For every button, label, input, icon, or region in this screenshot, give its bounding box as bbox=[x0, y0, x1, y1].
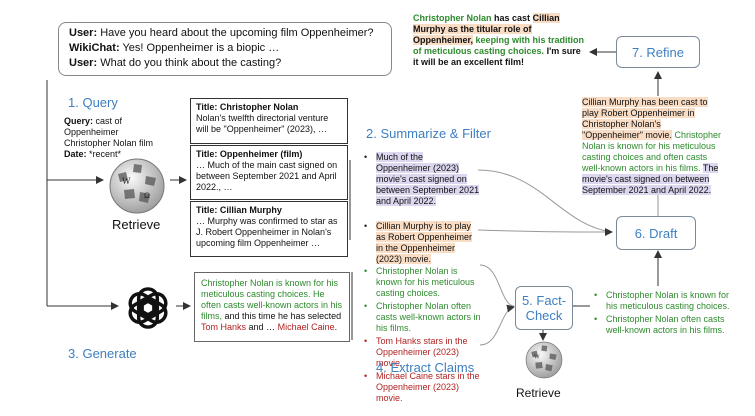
retrieve-label-2: Retrieve bbox=[516, 386, 561, 400]
claims-to-factcheck bbox=[479, 264, 515, 307]
step-extract-label: 4. Extract Claims bbox=[376, 360, 475, 375]
summaries-to-draft bbox=[477, 169, 613, 233]
generated-response-box: Christopher Nolan is known for his metic… bbox=[194, 272, 350, 342]
claims-list: Christopher Nolan is known for his metic… bbox=[362, 266, 482, 406]
doc-body: … Murphy was confirmed to star as J. Rob… bbox=[196, 216, 338, 248]
step-query-label: 1. Query bbox=[68, 95, 118, 110]
dialogue-box: User: Have you heard about the upcoming … bbox=[58, 22, 392, 76]
dialogue-turn-2: WikiChat: Yes! Oppenheimer is a biopic … bbox=[69, 42, 280, 54]
doc-title: Title: Christopher Nolan bbox=[196, 102, 299, 112]
step-summarize-label: 2. Summarize & Filter bbox=[366, 126, 491, 141]
retrieve-label: Retrieve bbox=[112, 217, 161, 232]
query-block: Query: cast of Oppenheimer Christopher N… bbox=[64, 116, 154, 159]
refine-box: 7. Refine bbox=[616, 36, 700, 68]
svg-text:Ω: Ω bbox=[144, 191, 150, 200]
doc-title: Title: Oppenheimer (film) bbox=[196, 149, 303, 159]
factcheck-box: 5. Fact-Check bbox=[515, 286, 573, 330]
draft-box: 6. Draft bbox=[616, 216, 696, 250]
claims-to-factcheck2 bbox=[479, 304, 515, 346]
refined-output: Christopher Nolan has cast Cillian Murph… bbox=[413, 13, 585, 67]
wikipedia-globe-icon: W Ω bbox=[109, 158, 165, 214]
svg-text:W: W bbox=[122, 176, 131, 186]
doc-card: Title: Cillian Murphy … Murphy was confi… bbox=[190, 201, 348, 257]
summary-item: Cillian Murphy is to play as Robert Oppe… bbox=[362, 221, 480, 265]
summary-item: Much of the Oppenheimer (2023) movie's c… bbox=[362, 152, 480, 207]
step-generate-label: 3. Generate bbox=[68, 346, 137, 361]
verified-claims-list: Christopher Nolan is known for his metic… bbox=[592, 290, 732, 338]
doc-title: Title: Cillian Murphy bbox=[196, 205, 282, 215]
doc-card: Title: Christopher Nolan Nolan's twelfth… bbox=[190, 98, 348, 144]
svg-text:W: W bbox=[534, 355, 540, 361]
openai-logo-icon bbox=[128, 287, 168, 329]
claim-item: Tom Hanks stars in the Oppenheimer (2023… bbox=[362, 336, 482, 369]
verified-claim-item: Christopher Nolan is known for his metic… bbox=[592, 290, 732, 312]
doc-body: Nolan's twelfth directorial venture will… bbox=[196, 113, 329, 134]
doc-card: Title: Oppenheimer (film) … Much of the … bbox=[190, 145, 348, 200]
wikipedia-globe-icon: W bbox=[525, 341, 563, 379]
claim-item: Michael Caine stars in the Oppenheimer (… bbox=[362, 371, 482, 404]
dialogue-turn-1: User: Have you heard about the upcoming … bbox=[69, 27, 374, 39]
claim-item: Christopher Nolan is known for his metic… bbox=[362, 266, 482, 299]
claim-item: Christopher Nolan often casts well-known… bbox=[362, 301, 482, 334]
doc-body: … Much of the main cast signed on betwee… bbox=[196, 160, 338, 192]
verified-claim-item: Christopher Nolan often casts well-known… bbox=[592, 314, 732, 336]
summaries2-to-draft bbox=[477, 227, 613, 236]
draft-text: Cillian Murphy has been cast to play Rob… bbox=[582, 97, 721, 195]
summaries-list: Much of the Oppenheimer (2023) movie's c… bbox=[362, 152, 480, 267]
dialogue-turn-3: User: What do you think about the castin… bbox=[69, 57, 282, 69]
